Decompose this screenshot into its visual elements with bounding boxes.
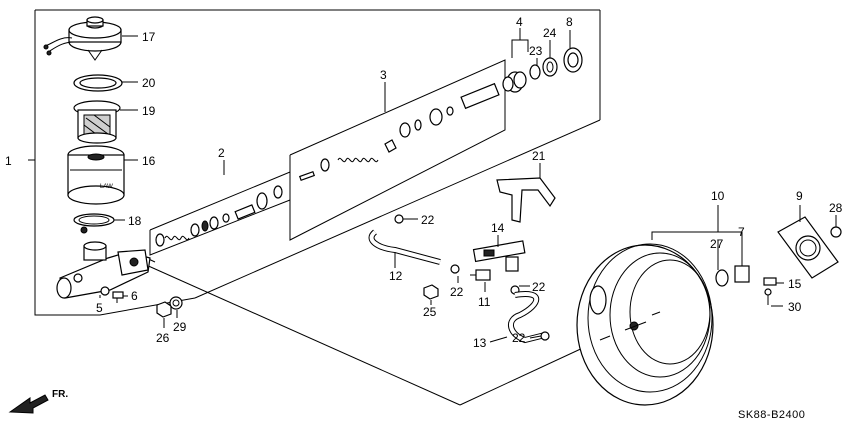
callout-28: 28 [829,201,843,215]
hose-12 [368,229,441,265]
front-direction-label: FR. [52,389,68,400]
callout-24: 24 [543,26,557,40]
seal-24 [542,57,558,77]
callout-29: 29 [173,320,187,334]
pin-30 [764,288,772,305]
callout-4: 4 [516,15,523,29]
callout-2: 2 [218,146,225,160]
callout-23: 23 [529,44,543,58]
callout-30: 30 [788,300,802,314]
brake-booster [576,243,714,406]
callout-6: 6 [131,289,138,303]
callout-21: 21 [532,149,546,163]
callout-13: 13 [473,336,487,350]
reservoir-clamp [73,213,115,234]
callout-16: 16 [142,154,156,168]
ring-23 [529,64,541,80]
callout-25: 25 [423,305,437,319]
clamp-22d [540,331,550,341]
assembly-frame [28,9,743,406]
callout-19: 19 [142,104,156,118]
clamp-22b [450,264,460,274]
front-direction-indicator: FR. [8,389,68,414]
seal-8 [563,47,583,73]
callout-22-d: 22 [512,331,526,345]
callout-5: 5 [96,301,103,315]
joint-7 [734,265,750,283]
callout-22-b: 22 [450,285,464,299]
bolt-5-6 [100,286,124,303]
piston-kit-2 [155,185,283,247]
valve-14 [472,240,526,272]
hose-13 [508,291,546,344]
nut-27 [715,269,729,287]
callout-26: 26 [156,331,170,345]
svg-text:LAW: LAW [100,184,113,190]
callout-15: 15 [788,277,802,291]
master-cylinder-body [56,241,151,299]
reservoir-seal [73,74,123,92]
callout-7: 7 [738,225,745,239]
bolt-25 [423,284,439,300]
callout-12: 12 [389,269,403,283]
callout-14: 14 [491,221,505,235]
nut-26-29 [156,296,183,318]
reservoir-cap [43,16,122,61]
cap-28 [830,226,842,238]
callout-9: 9 [796,189,803,203]
boot-4 [502,71,527,93]
callout-22-a: 22 [421,213,435,227]
callout-22-c: 22 [532,280,546,294]
callout-8: 8 [566,15,573,29]
callout-20: 20 [142,76,156,90]
reservoir-body: LAW [67,145,125,205]
callout-11: 11 [478,295,491,309]
callout-27: 27 [710,237,724,251]
pin-15 [763,277,777,286]
reservoir-strainer [73,100,121,144]
callout-labels: 1 2 3 4 5 6 7 8 9 10 11 12 13 14 15 16 1… [5,15,843,350]
gasket-9 [777,216,839,279]
callout-1: 1 [5,154,12,168]
diagram-code: SK88-B2400 [738,409,805,421]
callout-10: 10 [711,189,725,203]
leader-lines [99,28,837,343]
callout-18: 18 [128,214,142,228]
check-valve-11 [470,269,491,281]
bracket-21 [496,177,556,223]
callout-17: 17 [142,30,156,44]
clamp-22a [394,214,404,224]
callout-3: 3 [380,68,387,82]
piston-kit-3 [298,82,500,182]
